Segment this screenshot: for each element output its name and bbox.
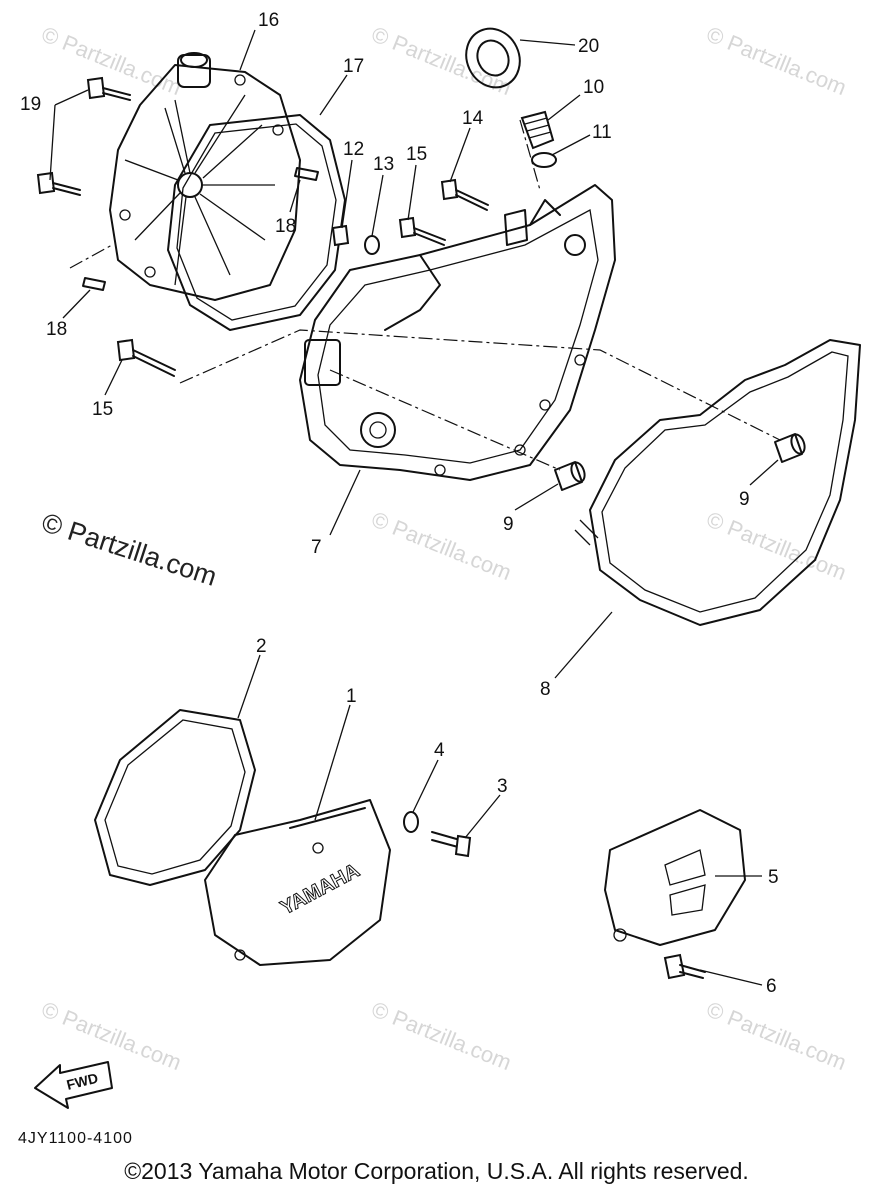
dowel[interactable]	[554, 461, 587, 491]
part-label-1[interactable]: 1	[346, 686, 357, 707]
part-labels: 16 17 20 10 11 19 12 13 15 14 18 18 15 9…	[20, 10, 779, 997]
watermark: © Partzilla.com	[368, 996, 515, 1075]
bolt[interactable]	[440, 178, 489, 211]
part-label-15[interactable]: 15	[92, 399, 113, 420]
crankcase-cover[interactable]	[299, 184, 616, 481]
part-label-2[interactable]: 2	[256, 636, 267, 657]
fwd-label: FWD	[65, 1070, 100, 1093]
bolt[interactable]	[431, 831, 472, 858]
o-ring[interactable]	[531, 152, 557, 168]
watermarks: © Partzilla.com © Partzilla.com © Partzi…	[38, 21, 850, 1075]
watermark: © Partzilla.com	[703, 21, 850, 100]
part-label-15[interactable]: 15	[406, 144, 427, 165]
watermark: © Partzilla.com	[703, 506, 850, 585]
part-label-13[interactable]: 13	[373, 154, 394, 175]
part-label-17[interactable]: 17	[343, 56, 364, 77]
part-label-18[interactable]: 18	[46, 319, 67, 340]
sprocket-guard[interactable]	[604, 809, 746, 946]
bolt[interactable]	[398, 216, 446, 246]
part-label-11[interactable]: 11	[592, 122, 612, 143]
washer[interactable]	[403, 811, 419, 833]
crankcase-gasket[interactable]	[589, 339, 861, 626]
oil-plug[interactable]	[520, 110, 555, 150]
part-label-20[interactable]: 20	[578, 36, 599, 57]
part-label-19[interactable]: 19	[20, 94, 41, 115]
part-label-6[interactable]: 6	[766, 976, 777, 997]
watermark: © Partzilla.com	[368, 21, 515, 100]
dowel-pin[interactable]	[294, 167, 319, 181]
watermark: © Partzilla.com	[38, 996, 185, 1075]
bolt[interactable]	[86, 76, 131, 101]
watermark: © Partzilla.com	[703, 996, 850, 1075]
magneto-cover-gasket[interactable]	[94, 709, 256, 886]
magneto-cover[interactable]: YAMAHA	[204, 799, 391, 966]
bolt[interactable]	[331, 224, 350, 247]
leader-lines	[49, 29, 779, 986]
diagram-code: 4JY1100-4100	[18, 1130, 133, 1147]
dowel[interactable]	[774, 433, 807, 463]
watermark: © Partzilla.com	[368, 506, 515, 585]
part-label-9[interactable]: 9	[739, 489, 750, 510]
part-label-8[interactable]: 8	[540, 679, 551, 700]
part-label-10[interactable]: 10	[583, 77, 604, 98]
part-label-4[interactable]: 4	[434, 740, 445, 761]
part-label-18[interactable]: 18	[275, 216, 296, 237]
cover-brand: YAMAHA	[277, 860, 363, 920]
dowel-pin[interactable]	[82, 277, 106, 291]
bolt[interactable]	[116, 338, 176, 377]
bolt[interactable]	[663, 953, 706, 980]
clutch-cover[interactable]	[109, 52, 301, 301]
oil-seal[interactable]	[457, 20, 529, 96]
part-label-3[interactable]: 3	[497, 776, 508, 797]
bolt[interactable]	[36, 171, 81, 196]
part-label-5[interactable]: 5	[768, 867, 779, 888]
washer[interactable]	[364, 235, 380, 255]
part-label-14[interactable]: 14	[462, 108, 484, 129]
clutch-cover-gasket[interactable]	[167, 114, 346, 331]
watermark-main: © Partzilla.com	[38, 507, 220, 592]
copyright-notice: ©2013 Yamaha Motor Corporation, U.S.A. A…	[124, 1158, 749, 1184]
part-label-12[interactable]: 12	[343, 139, 364, 160]
part-label-7[interactable]: 7	[311, 537, 322, 558]
part-label-16[interactable]: 16	[258, 10, 279, 31]
part-label-9[interactable]: 9	[503, 514, 514, 535]
watermark: © Partzilla.com	[38, 21, 185, 100]
fwd-arrow-icon: FWD	[34, 1061, 113, 1109]
